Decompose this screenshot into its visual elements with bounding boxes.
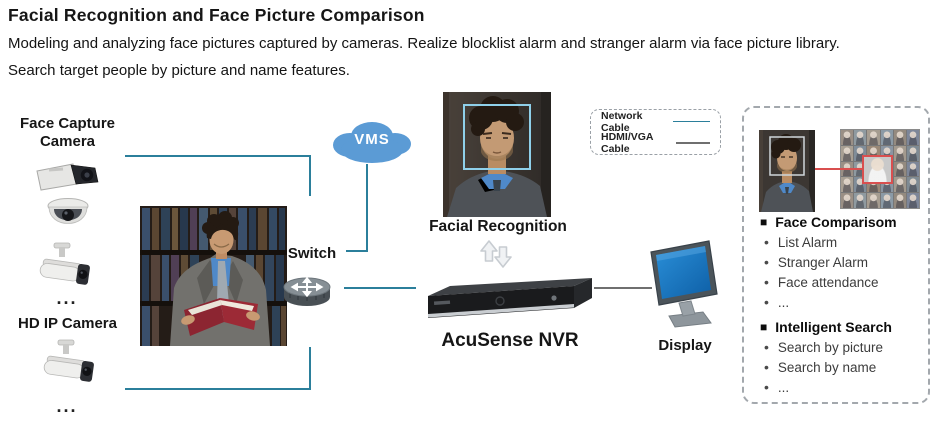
cable-vms-drop	[366, 164, 368, 252]
face-thumbnail	[841, 145, 854, 161]
facial-recognition-image	[443, 92, 551, 217]
matched-face-box	[862, 155, 893, 184]
list-item: • ...	[760, 377, 922, 397]
list-item-label: Search by name	[777, 359, 877, 375]
hdmi-vga-cable-label: HDMI/VGA Cable	[601, 130, 654, 155]
display-label: Display	[658, 337, 712, 354]
network-cable-label: Network Cable	[601, 109, 643, 134]
list-item-label: Stranger Alarm	[777, 254, 868, 270]
face-library-grid-image	[840, 129, 920, 209]
dome-camera-image	[47, 198, 89, 224]
subtitle-line-2: Search target people by picture and name…	[8, 62, 350, 79]
face-thumbnail	[841, 177, 854, 193]
list-item-label: ...	[777, 294, 790, 310]
facial-recognition-label: Facial Recognition	[429, 218, 567, 235]
switch-label: Switch	[287, 245, 337, 262]
square-bullet-icon: ■	[760, 320, 768, 334]
list-item: • List Alarm	[760, 232, 922, 252]
list-item-label: ...	[777, 379, 790, 395]
list-item: • Search by picture	[760, 337, 922, 357]
dot-bullet-icon: •	[764, 379, 769, 395]
list-item-label: List Alarm	[777, 234, 838, 250]
nvr-image	[428, 278, 592, 318]
dot-bullet-icon: •	[764, 254, 769, 270]
intelligent-search-heading: ■ Intelligent Search	[760, 317, 922, 337]
face-thumbnail	[893, 130, 906, 145]
face-thumbnail	[893, 193, 906, 208]
cable-legend: Network Cable HDMI/VGA Cable	[590, 109, 721, 155]
face-thumbnail	[906, 193, 919, 208]
bullet-camera-2-image	[43, 339, 94, 382]
box-camera-image	[36, 163, 99, 191]
face-thumbnail	[906, 177, 919, 193]
list-item: • ...	[760, 292, 922, 312]
intelligent-search-title: Intelligent Search	[775, 319, 892, 335]
face-thumbnail	[880, 130, 893, 145]
display-image	[650, 240, 718, 328]
hdmi-vga-cable-swatch	[675, 141, 710, 144]
more-cameras-ellipsis-2: ...	[56, 396, 78, 416]
cable-face-capture-to-switch	[125, 155, 311, 157]
face-thumbnail	[854, 193, 867, 208]
feature-panel: ■ Face Comparisom • List Alarm • Strange…	[742, 106, 930, 404]
face-comparison-title: Face Comparisom	[775, 214, 897, 230]
face-capture-camera-label: Face Capture Camera	[19, 115, 116, 150]
hd-ip-camera-label: HD IP Camera	[18, 315, 117, 332]
switch-icon	[283, 276, 331, 306]
more-cameras-ellipsis: ...	[56, 288, 78, 308]
dot-bullet-icon: •	[764, 339, 769, 355]
cable-vms-to-switch	[346, 250, 368, 252]
list-item-label: Face attendance	[777, 274, 879, 290]
nvr-label: AcuSense NVR	[441, 330, 579, 351]
vms-label: VMS	[354, 131, 390, 148]
face-thumbnail	[906, 145, 919, 161]
subtitle-line-1: Modeling and analyzing face pictures cap…	[8, 35, 840, 52]
bullet-camera-image	[39, 242, 90, 285]
face-thumbnail	[867, 193, 880, 208]
dot-bullet-icon: •	[764, 234, 769, 250]
dot-bullet-icon: •	[764, 274, 769, 290]
vms-cloud-icon: VMS	[322, 112, 422, 170]
face-capture-scene-image	[140, 206, 287, 346]
list-item: • Face attendance	[760, 272, 922, 292]
panel-text: ■ Face Comparisom • List Alarm • Strange…	[760, 212, 922, 397]
cable-hdip-rise	[309, 347, 311, 390]
list-item: • Search by name	[760, 357, 922, 377]
face-thumbnail	[867, 130, 880, 145]
face-thumbnail	[893, 145, 906, 161]
list-item-label: Search by picture	[777, 339, 883, 355]
list-item: • Stranger Alarm	[760, 252, 922, 272]
dot-bullet-icon: •	[764, 359, 769, 375]
cable-hdip-to-switch	[125, 388, 311, 390]
face-thumbnail	[880, 193, 893, 208]
legend-row-hdmi: HDMI/VGA Cable	[601, 131, 710, 155]
face-thumbnail	[841, 193, 854, 208]
cable-face-capture-drop	[309, 155, 311, 196]
face-thumbnail	[841, 130, 854, 145]
face-thumbnail	[893, 161, 906, 177]
cable-switch-to-nvr	[344, 287, 416, 289]
cable-nvr-to-display	[594, 287, 652, 289]
face-thumbnail	[906, 161, 919, 177]
network-cable-swatch	[672, 120, 710, 123]
square-bullet-icon: ■	[760, 215, 768, 229]
face-comparison-heading: ■ Face Comparisom	[760, 212, 922, 232]
sync-arrows-icon	[480, 240, 512, 268]
match-connector-line	[815, 168, 862, 170]
face-thumbnail	[854, 130, 867, 145]
probe-face-image	[759, 130, 815, 212]
face-thumbnail	[893, 177, 906, 193]
face-thumbnail	[906, 130, 919, 145]
dot-bullet-icon: •	[764, 294, 769, 310]
legend-row-network: Network Cable	[601, 110, 710, 134]
page-title: Facial Recognition and Face Picture Comp…	[8, 5, 425, 25]
